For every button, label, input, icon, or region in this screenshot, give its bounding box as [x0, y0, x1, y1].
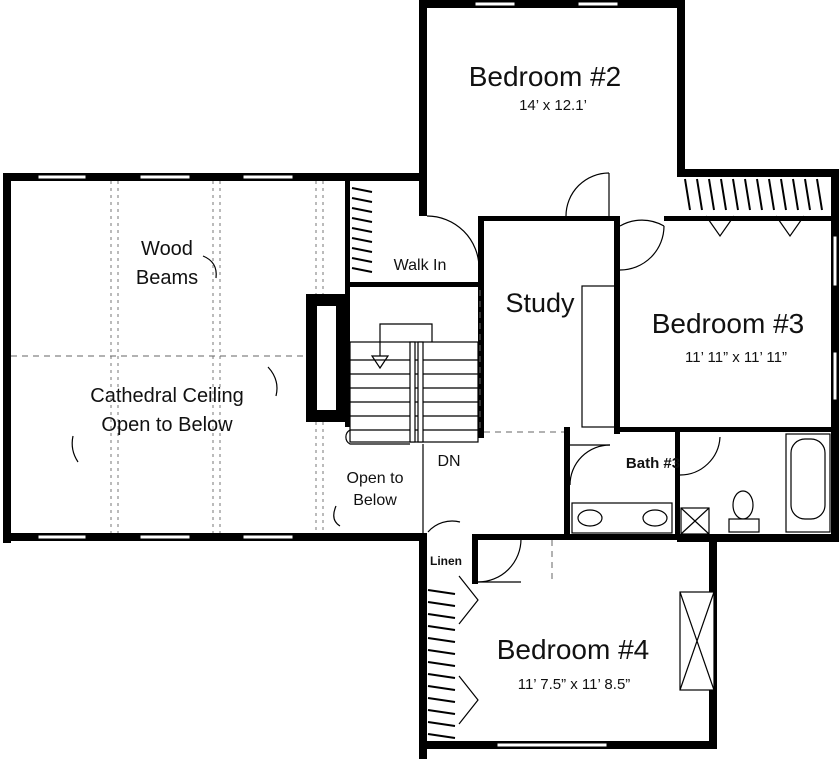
wood-beams-line1: Wood	[141, 238, 193, 260]
closets	[351, 178, 823, 739]
bedroom2-name: Bedroom #2	[469, 61, 622, 92]
room-labels: Bedroom #2 14’ x 12.1’ Bedroom #3 11’ 11…	[90, 61, 804, 693]
cathedral-line2: Open to Below	[101, 414, 233, 436]
study-name: Study	[505, 288, 575, 318]
open-to-below-line1: Open to	[347, 470, 404, 487]
open-to-below-line2: Below	[353, 492, 397, 509]
bath-fixtures	[571, 433, 831, 691]
interior-walls	[306, 176, 834, 584]
stairs-down-label: DN	[437, 453, 460, 470]
annotation-arrows	[71, 255, 341, 527]
wood-beams	[11, 181, 564, 580]
bedroom4-name: Bedroom #4	[497, 634, 650, 665]
bedroom3-size: 11’ 11” x 11’ 11”	[685, 349, 787, 366]
bath3-name: Bath #3	[626, 455, 680, 472]
bedroom2-size: 14’ x 12.1’	[519, 97, 587, 114]
windows	[37, 1, 838, 748]
stairs	[345, 323, 479, 533]
bedroom4-size: 11’ 7.5” x 11’ 8.5”	[518, 676, 631, 693]
doors	[426, 172, 721, 583]
walk-in-label: Walk In	[394, 257, 447, 274]
study-built-in	[581, 285, 617, 428]
cathedral-line1: Cathedral Ceiling	[90, 385, 243, 407]
wood-beams-line2: Beams	[136, 267, 198, 289]
bedroom3-name: Bedroom #3	[652, 308, 805, 339]
linen-label: Linen	[430, 554, 462, 568]
